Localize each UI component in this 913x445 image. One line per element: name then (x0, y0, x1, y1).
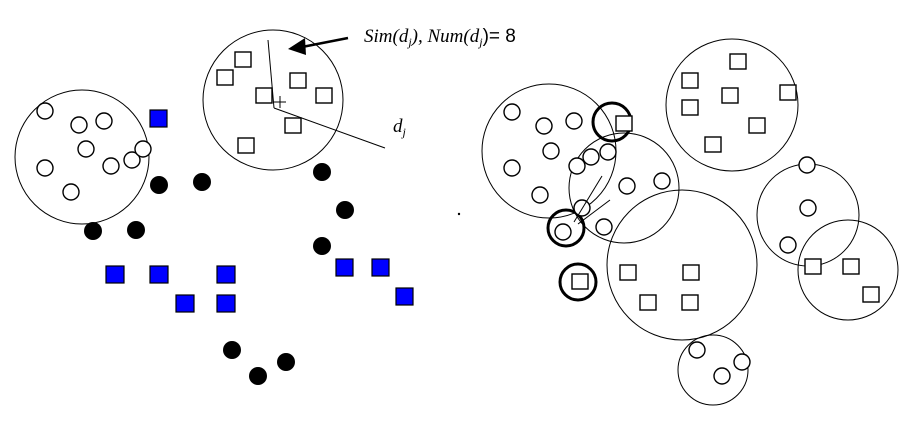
annotation-arrow (288, 36, 349, 55)
right-connectors (573, 175, 611, 225)
cluster-circle (606, 189, 758, 341)
cluster-circle (797, 219, 899, 321)
open-squares-right (571, 53, 880, 311)
stray-dot (457, 212, 461, 216)
open-circles-right (503, 103, 817, 385)
right-panel (481, 38, 899, 406)
cluster-circle (677, 334, 749, 406)
open-squares (216, 51, 333, 154)
cluster-circle (568, 132, 680, 244)
left-panel: Sim(dj), Num(dj)= 8 dj (14, 26, 516, 385)
open-circles (36, 102, 152, 201)
similarity-annotation: Sim(dj), Num(dj)= 8 (364, 26, 516, 49)
cluster-circle (665, 38, 799, 172)
outlier-circle (546, 208, 586, 248)
outlier-circle (558, 262, 598, 302)
filled-squares (105, 109, 414, 313)
dj-marker (267, 39, 386, 149)
filled-circles (84, 163, 354, 385)
cluster-circle (14, 89, 150, 225)
point-label-dj: dj (393, 116, 407, 139)
cluster-circle-dj (202, 29, 344, 171)
